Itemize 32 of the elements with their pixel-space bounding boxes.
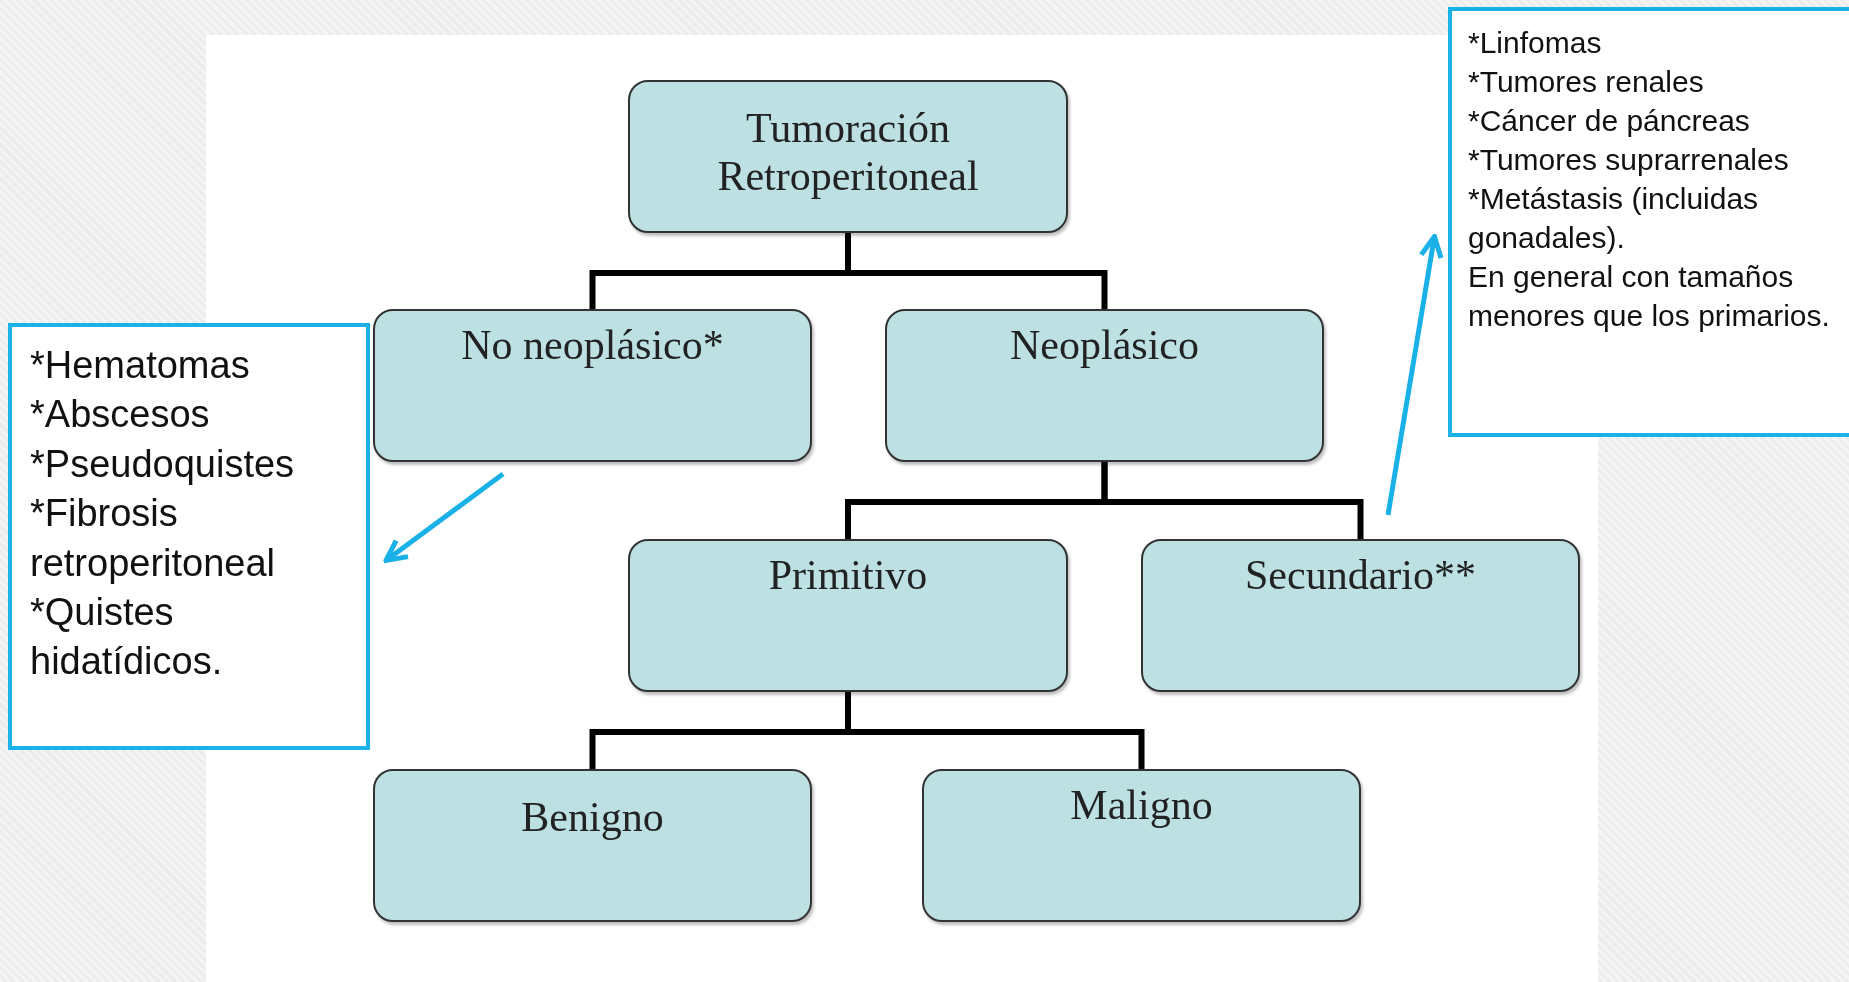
list-item: *Tumores renales bbox=[1468, 64, 1705, 100]
box-label: Primitivo bbox=[768, 551, 928, 600]
box-label: Maligno bbox=[1070, 781, 1213, 830]
connector-line bbox=[845, 692, 1145, 769]
list-item: *Cáncer de páncreas bbox=[1468, 103, 1751, 139]
connector-line bbox=[845, 233, 1108, 309]
box-label: Neoplásico bbox=[1010, 321, 1199, 370]
process-box bbox=[922, 769, 1361, 922]
box-label: Benigno bbox=[521, 793, 664, 842]
process-box bbox=[373, 309, 812, 462]
arrow bbox=[1385, 234, 1444, 516]
list-item: *Tumores suprarrenales bbox=[1468, 142, 1790, 178]
box-label: Tumoración Retroperitoneal bbox=[716, 104, 980, 201]
list-item: *Metástasis (incluidas gonadales). bbox=[1468, 181, 1760, 256]
list-item: *Quistes hidatídicos. bbox=[30, 589, 224, 685]
box-label: No neoplásico* bbox=[461, 321, 724, 370]
list-item: *Linfomas bbox=[1468, 25, 1603, 61]
process-box bbox=[373, 769, 812, 922]
process-box bbox=[1141, 539, 1580, 692]
note-box bbox=[1448, 7, 1849, 437]
list-item: *Pseudoquistes bbox=[30, 441, 296, 487]
box-label: Secundario** bbox=[1245, 551, 1476, 600]
list-item: *Abscesos bbox=[30, 392, 211, 438]
connector-line bbox=[1101, 462, 1364, 539]
list-item: En general con tamaños menores que los primarios. bbox=[1468, 259, 1831, 334]
process-box bbox=[885, 309, 1324, 462]
arrow bbox=[383, 472, 505, 563]
note-box bbox=[8, 323, 370, 750]
list-item: *Fibrosis retroperitoneal bbox=[30, 491, 277, 586]
process-box bbox=[628, 80, 1068, 233]
process-box bbox=[628, 539, 1068, 692]
list-item: *Hematomas bbox=[30, 343, 251, 388]
